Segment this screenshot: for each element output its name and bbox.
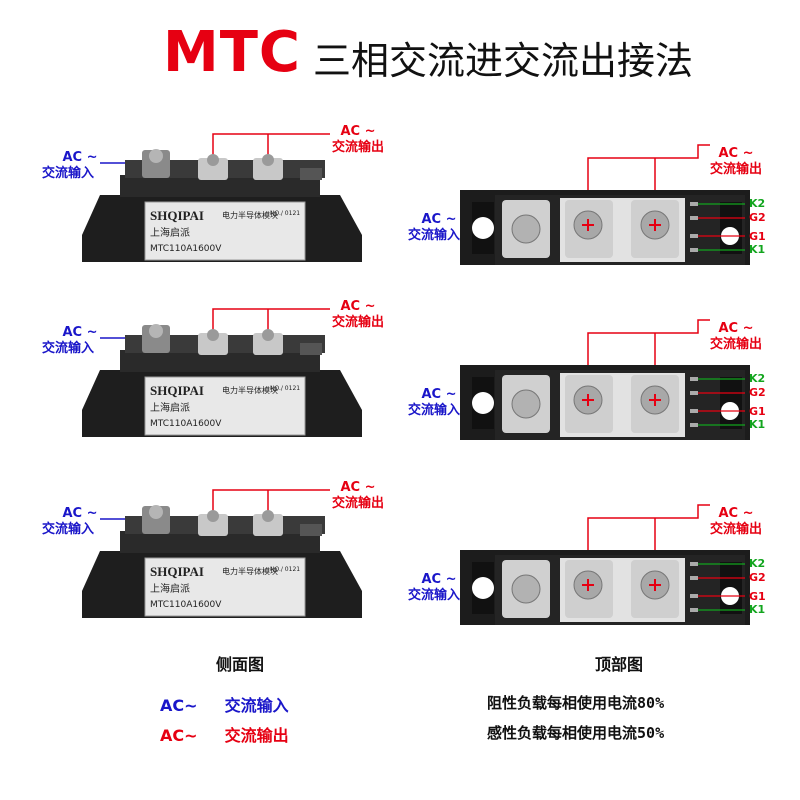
ac-output-label: AC ~ 交流输出 xyxy=(332,480,384,512)
pin-label-g2: G2 xyxy=(749,386,766,399)
caption-side-view: 侧面图 xyxy=(216,655,265,674)
ac-text: AC ~ xyxy=(718,321,754,336)
module-no: NO./ 0121 xyxy=(270,210,301,217)
module-brand-cn: 上海启派 xyxy=(150,403,190,414)
module-brand-cn: 上海启派 xyxy=(150,584,190,595)
ac-text: AC ~ xyxy=(718,146,754,161)
ac-text: AC ~ xyxy=(340,480,376,495)
output-text: 交流输出 xyxy=(332,140,385,155)
ac-text: AC ~ xyxy=(62,150,98,165)
ac-input-label: AC ~ 交流输入 xyxy=(408,572,470,604)
pin-label-g1: G1 xyxy=(749,590,766,603)
output-text: 交流输出 xyxy=(332,496,385,511)
ac-input-label: AC ~ 交流输入 xyxy=(408,387,470,419)
module-no: NO./ 0121 xyxy=(270,385,301,392)
output-text: 交流输出 xyxy=(710,337,763,352)
legend-output-text: 交流输出 xyxy=(224,726,289,745)
module-brand: SHQIPAI xyxy=(150,564,204,579)
ac-text: AC ~ xyxy=(421,387,457,402)
ac-text: AC ~ xyxy=(62,325,98,340)
note-inductive-load: 感性负载每相使用电流50% xyxy=(487,724,665,742)
output-text: 交流输出 xyxy=(332,315,385,330)
pin-label-k1: K1 xyxy=(749,603,766,616)
side-view-1: SHQIPAI 上海启派 电力半导体模块 NO./ 0121 MTC110A16… xyxy=(0,120,400,280)
side-view-2: SHQIPAI 上海启派 电力半导体模块 NO./ 0121 MTC110A16… xyxy=(0,295,400,455)
module-brand: SHQIPAI xyxy=(150,383,204,398)
side-module-illustration xyxy=(82,489,362,618)
module-model: MTC110A1600V xyxy=(150,600,222,610)
side-module-illustration xyxy=(82,308,362,437)
pin-label-k2: K2 xyxy=(749,557,766,570)
ac-output-label: AC ~ 交流输出 xyxy=(710,146,762,178)
ac-output-label: AC ~ 交流输出 xyxy=(332,124,384,156)
title-text: 三相交流进交流出接法 xyxy=(313,39,694,83)
pin-label-g2: G2 xyxy=(749,571,766,584)
input-text: 交流输入 xyxy=(42,341,95,356)
pin-label-g1: G1 xyxy=(749,230,766,243)
top-view-2: AC ~ 交流输入 AC ~ 交流输出 K2 G2 G1 K1 xyxy=(400,315,800,455)
pin-label-g2: G2 xyxy=(749,211,766,224)
ac-text: AC ~ xyxy=(421,212,457,227)
input-text: 交流输入 xyxy=(408,403,461,418)
pin-label-k1: K1 xyxy=(749,243,766,256)
ac-input-label: AC ~ 交流输入 xyxy=(408,212,470,244)
legend-input-text: 交流输入 xyxy=(224,696,289,715)
input-text: 交流输入 xyxy=(408,588,461,603)
top-view-1: AC ~ 交流输入 AC ~ 交流输出 K2 G2 G1 K1 xyxy=(400,140,800,280)
ac-text: AC ~ xyxy=(62,506,98,521)
top-module-illustration xyxy=(460,319,750,440)
caption-top-view: 顶部图 xyxy=(595,655,644,674)
side-module-illustration xyxy=(82,133,362,262)
module-brand: SHQIPAI xyxy=(150,208,204,223)
ac-input-label: AC ~ 交流输入 xyxy=(42,506,110,538)
module-desc: 电力半导体模块 xyxy=(222,567,278,576)
pin-label-k2: K2 xyxy=(749,197,766,210)
output-text: 交流输出 xyxy=(710,522,763,537)
output-text: 交流输出 xyxy=(710,162,763,177)
pin-label-k1: K1 xyxy=(749,418,766,431)
ac-output-label: AC ~ 交流输出 xyxy=(710,506,762,538)
ac-text: AC ~ xyxy=(718,506,754,521)
ac-text: AC ~ xyxy=(421,572,457,587)
input-text: 交流输入 xyxy=(408,228,461,243)
side-view-3: SHQIPAI 上海启派 电力半导体模块 NO./ 0121 MTC110A16… xyxy=(0,476,400,636)
ac-input-label: AC ~ 交流输入 xyxy=(42,325,110,357)
module-no: NO./ 0121 xyxy=(270,566,301,573)
legend-output-ac: AC~ xyxy=(160,726,198,745)
top-module-illustration xyxy=(460,144,750,265)
title-brand: MTC xyxy=(163,20,302,85)
ac-text: AC ~ xyxy=(340,299,376,314)
module-model: MTC110A1600V xyxy=(150,244,222,254)
pin-label-g1: G1 xyxy=(749,405,766,418)
pin-label-k2: K2 xyxy=(749,372,766,385)
ac-output-label: AC ~ 交流输出 xyxy=(710,321,762,353)
module-desc: 电力半导体模块 xyxy=(222,386,278,395)
input-text: 交流输入 xyxy=(42,166,95,181)
legend-input: AC~ 交流输入 xyxy=(160,692,289,716)
top-view-3: AC ~ 交流输入 AC ~ 交流输出 K2 G2 G1 K1 xyxy=(400,500,800,640)
legend-input-ac: AC~ xyxy=(160,696,198,715)
legend-output: AC~ 交流输出 xyxy=(160,722,289,746)
module-brand-cn: 上海启派 xyxy=(150,228,190,239)
ac-text: AC ~ xyxy=(340,124,376,139)
ac-output-label: AC ~ 交流输出 xyxy=(332,299,384,331)
input-text: 交流输入 xyxy=(42,522,95,537)
module-model: MTC110A1600V xyxy=(150,419,222,429)
module-desc: 电力半导体模块 xyxy=(222,211,278,220)
top-module-illustration xyxy=(460,504,750,625)
note-resistive-load: 阻性负载每相使用电流80% xyxy=(487,694,665,712)
ac-input-label: AC ~ 交流输入 xyxy=(42,150,110,182)
